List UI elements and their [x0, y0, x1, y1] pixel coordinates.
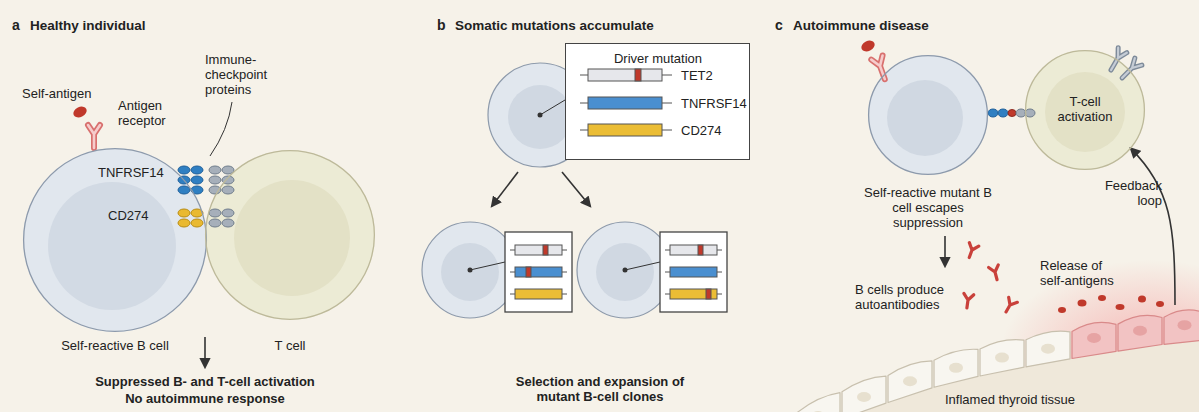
tissue-base [780, 340, 1199, 412]
panel-letter: c [775, 18, 783, 33]
annotation: Selection and expansion of mutant B-cell… [513, 374, 688, 404]
node-label: Inflamed thyroid tissue [945, 392, 1075, 407]
annotation: Self-antigen [22, 86, 91, 101]
cell-membrane [1026, 51, 1145, 170]
node-label: Self-reactive mutant B cell escapes supp… [862, 185, 994, 230]
thyroid-cell [934, 349, 978, 387]
node-label: Driver mutation [614, 51, 702, 66]
annotation: Immune-checkpoint proteins [205, 52, 285, 97]
cell-outline [205, 150, 375, 320]
gene-name: TNFRSF14 [681, 96, 747, 111]
feedback-arrow [1131, 149, 1175, 305]
mutant-b-cell: Self-reactive mutant B cell escapes supp… [868, 55, 988, 175]
gene-name: TET2 [681, 68, 713, 83]
thyroid-cell [1164, 310, 1199, 344]
cell-membrane [24, 149, 207, 332]
edge-label: Feedback loop [1098, 178, 1162, 208]
annotation: Healthy individual [30, 18, 146, 33]
node-label: T-cell activation [1045, 94, 1125, 124]
cell-nucleus [1133, 326, 1147, 336]
thyroid-cell [1072, 322, 1116, 358]
thyroid-cell [1026, 331, 1070, 367]
node-label: T cell [275, 338, 306, 353]
annotation: No autoimmune response [125, 391, 285, 406]
annotation: Somatic mutations accumulate [455, 18, 654, 33]
cell-outline [868, 55, 988, 175]
thyroid-cell [842, 376, 886, 412]
panel-letter: a [12, 18, 20, 33]
cell-nucleus [1041, 344, 1055, 354]
panel-letter: b [437, 18, 446, 33]
cell-nucleus [949, 363, 963, 373]
thyroid-cell [1118, 315, 1162, 351]
annotation: CD274 [108, 208, 148, 223]
thyroid-tissue: Inflamed thyroid tissue [790, 305, 1199, 412]
cell-nucleus [903, 376, 917, 386]
cell-membrane [869, 56, 988, 175]
annotation: Autoimmune disease [793, 18, 929, 33]
cell-nucleus [1087, 333, 1101, 343]
gene-name: CD274 [681, 123, 721, 138]
cell-nucleus [1178, 320, 1192, 330]
t-cell: T cell [205, 150, 375, 320]
cell-nucleus [857, 392, 871, 402]
node-label: Self-reactive B cell [15, 338, 215, 353]
annotation: Release of self-antigens [1040, 258, 1130, 288]
thyroid-cell [980, 340, 1024, 376]
cell-membrane [206, 151, 375, 320]
annotation: B cells produce autoantibodies [855, 282, 965, 312]
cell-nucleus [811, 411, 825, 412]
annotation: TNFRSF14 [98, 165, 164, 180]
annotation: Antigen receptor [118, 98, 180, 128]
thyroid-cell [888, 361, 932, 403]
annotation: Suppressed B- and T-cell activation [95, 374, 315, 389]
cell-nucleus [995, 353, 1009, 363]
driver-mutation-box: Driver mutationTET2TNFRSF14CD274 [565, 43, 750, 160]
activated-t-cell: T-cell activation [1025, 50, 1145, 170]
thyroid-cell [796, 393, 840, 412]
